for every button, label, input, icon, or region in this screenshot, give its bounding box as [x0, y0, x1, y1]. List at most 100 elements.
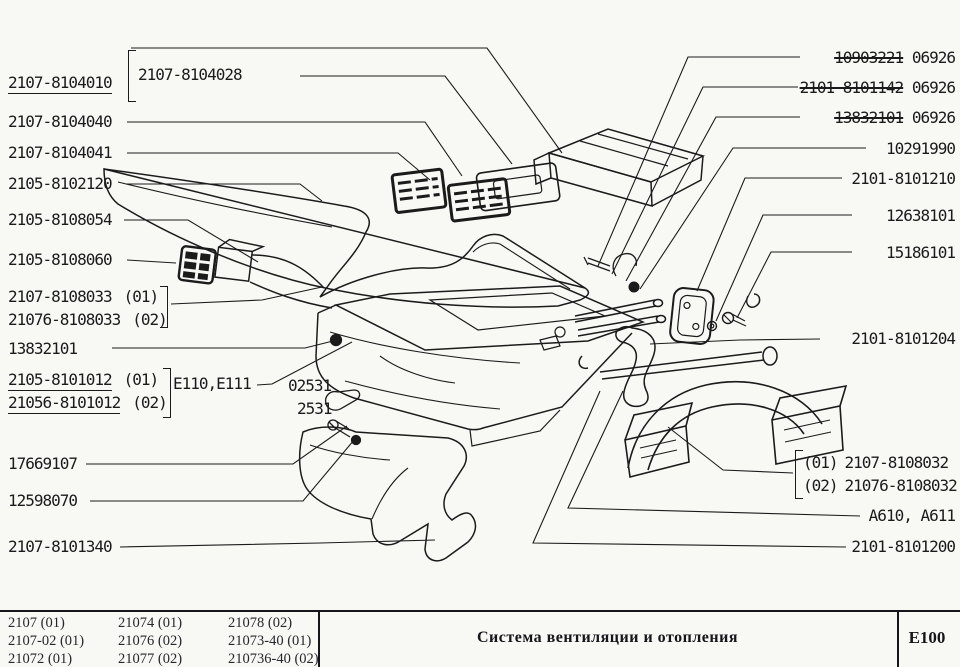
bracket — [163, 368, 171, 418]
part-label: 2531 — [297, 399, 333, 418]
part-label: 2105-8108054 — [8, 210, 113, 229]
part-label: 2107-8104040 — [8, 112, 113, 131]
model-cell: 21078 (02) — [228, 615, 293, 631]
part-number: 2107-8101340 — [8, 537, 113, 556]
part-number: 02531 — [288, 376, 332, 395]
part-number: 15186101 — [885, 243, 956, 262]
part-number: 17669107 — [8, 454, 78, 473]
part-label: 2101-8101142 06926 — [799, 78, 956, 97]
part-number: 21056-8101012 — [8, 393, 121, 414]
part-label: 2101-8101210 — [851, 169, 956, 188]
part-label: 2107-8108033 (01) — [8, 287, 160, 306]
model-cell: 2107-02 (01) — [8, 633, 85, 649]
model-cell: 2107 (01) — [8, 615, 65, 631]
variant-code: (01) — [803, 453, 839, 472]
part-number: 2107-8104010 — [8, 73, 113, 94]
part-label: А610, А611 — [868, 506, 956, 525]
model-cell: 21074 (01) — [118, 615, 183, 631]
part-label: 2105-8102120 — [8, 174, 113, 193]
model-cell: 210736-40 (02) — [228, 651, 319, 667]
part-label: (02) 21076-8108032 — [803, 476, 958, 495]
part-label: 2101-8101204 — [851, 330, 956, 348]
divider — [897, 612, 899, 667]
part-label: 2107-8104010 — [8, 73, 113, 94]
part-number: 2105-8101012 — [8, 370, 113, 391]
part-label: 21056-8101012 (02) — [8, 393, 168, 414]
model-cell: 21077 (02) — [118, 651, 183, 667]
part-number: 2105-8108054 — [8, 210, 113, 229]
part-number: 2101-8101210 — [851, 169, 956, 188]
part-label: Е110,Е111 — [173, 374, 252, 393]
part-label: 13832101 — [8, 339, 78, 358]
part-number: 12638101 — [885, 206, 956, 225]
gasket-plate — [583, 252, 747, 345]
model-code: Е110,Е111 — [173, 374, 252, 393]
title-block: 2107 (01) 21074 (01) 21078 (02) 2107-02 … — [0, 610, 960, 667]
upper-air-duct — [533, 128, 706, 207]
bracket — [128, 50, 136, 102]
part-label: 21076-8108033 (02) — [8, 310, 168, 329]
divider — [318, 612, 320, 667]
part-label: 2105-8108060 — [8, 250, 113, 269]
part-number: 2107-8104040 — [8, 112, 113, 131]
part-number: 2107-8108032 — [844, 453, 950, 472]
part-number: 06926 — [911, 48, 956, 67]
variant-code: (02) — [132, 393, 168, 412]
sheet-title: Система вентиляции и отопления — [477, 629, 738, 646]
part-number: 2107-8104028 — [138, 65, 243, 84]
vent-frame-duct — [475, 162, 561, 212]
bracket — [160, 286, 168, 328]
part-label: 2107-8101340 — [8, 537, 113, 556]
variant-code: (02) — [803, 476, 839, 495]
part-number: 21076-8108032 — [844, 476, 958, 495]
model-cell: 21076 (02) — [118, 633, 183, 649]
part-number: 12598070 — [8, 491, 78, 510]
part-number: 2105-8102120 — [8, 174, 113, 193]
part-label: (01) 2107-8108032 — [803, 453, 950, 472]
side-vent — [177, 238, 333, 309]
part-number: 2107-8108033 — [8, 287, 113, 306]
part-number: 21076-8108033 — [8, 310, 121, 329]
part-label: 02531 — [288, 376, 332, 395]
model-applicability-table: 2107 (01) 21074 (01) 21078 (02) 2107-02 … — [8, 615, 319, 667]
part-label: 2107-8104028 — [138, 65, 243, 84]
part-number: 2105-8108060 — [8, 250, 113, 269]
part-number: 2531 — [297, 399, 333, 418]
fan-lower-casing — [298, 426, 477, 562]
variant-code: (01) — [123, 287, 160, 306]
superseded-part-number: 13832101 — [834, 108, 904, 127]
center-vent-right — [446, 177, 512, 223]
model-cell: 21073-40 (01) — [228, 633, 312, 649]
air-distribution-panel — [103, 168, 590, 308]
part-number: 06926 — [911, 108, 956, 127]
part-label: 10903221 06926 — [834, 48, 956, 67]
part-label: 17669107 — [8, 454, 78, 473]
bracket — [795, 450, 803, 499]
part-label: 2105-8101012 (01) — [8, 370, 160, 391]
part-number: 2101-8101200 — [851, 537, 956, 556]
model-code: А610, А611 — [868, 506, 956, 525]
part-number: 2107-8104041 — [8, 143, 113, 162]
drain-elbow-hose — [578, 293, 778, 408]
part-number: 10291990 — [885, 139, 956, 158]
part-number: 13832101 — [8, 339, 78, 358]
superseded-part-number: 10903221 — [834, 48, 904, 67]
sheet-code: Е100 — [908, 628, 946, 647]
variant-code: (02) — [132, 310, 168, 329]
part-label: 12598070 — [8, 491, 78, 510]
heater-assembly — [315, 285, 667, 447]
part-label: 10291990 — [885, 139, 956, 158]
center-vent-left — [390, 167, 448, 214]
part-label: 13832101 06926 — [834, 108, 956, 127]
superseded-part-number: 2101-8101142 — [799, 78, 905, 97]
model-cell: 21072 (01) — [8, 651, 73, 667]
lower-arch-duct — [624, 381, 848, 478]
part-number: 06926 — [911, 78, 956, 97]
part-label: 2107-8104041 — [8, 143, 113, 162]
variant-code: (01) — [123, 370, 160, 389]
bracket-and-screws — [324, 333, 362, 446]
part-label: 15186101 — [885, 243, 956, 262]
part-label: 2101-8101200 — [851, 537, 956, 556]
